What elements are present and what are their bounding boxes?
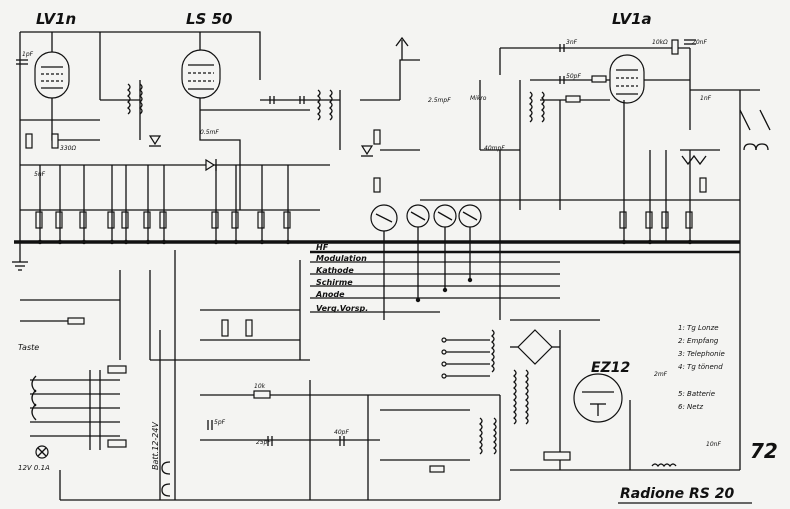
capacitor <box>269 96 275 104</box>
resistor <box>543 451 571 461</box>
resistor <box>107 365 127 374</box>
function-list: 1: Tg Lonze 2: Empfang 3: Telephonie 4: … <box>678 324 725 411</box>
value-label: 25pF <box>256 439 271 446</box>
value-label: 20nF <box>692 39 707 46</box>
resistor <box>373 129 381 145</box>
schematic-title: Radione RS 20 <box>620 486 734 502</box>
value-label: 50pF <box>566 73 581 80</box>
bus-drops <box>39 90 741 470</box>
tube-small-1 <box>370 204 398 232</box>
tube-label-ls50: LS 50 <box>186 10 232 28</box>
resistor-row <box>35 211 693 229</box>
value-label: 330Ω <box>60 145 76 152</box>
antenna-icon <box>395 36 409 60</box>
value-label: 3nF <box>566 39 578 46</box>
function-item-3: 3: Telephonie <box>678 350 725 358</box>
ground-icon <box>12 250 28 271</box>
power-transformer <box>512 369 529 425</box>
capacitor <box>339 436 345 446</box>
diode <box>360 145 374 157</box>
taste-label: Taste <box>18 343 39 352</box>
value-label: 40mpF <box>484 145 505 152</box>
value-label: Mikro <box>470 95 487 102</box>
headphone-jack-icon <box>739 109 771 151</box>
bus-label-verg-vorsp: Verg.Vorsp. <box>316 304 368 313</box>
resistor <box>429 465 445 473</box>
resistor <box>591 75 607 83</box>
function-item-2: 2: Empfang <box>678 337 719 345</box>
bus-label-kathode: Kathode <box>316 266 354 275</box>
resistor <box>373 177 381 193</box>
diode <box>205 158 217 172</box>
bus-label-schirme: Schirme <box>316 278 353 287</box>
capacitor <box>16 59 28 65</box>
tube-ls50 <box>181 49 221 99</box>
selector-switch-middle[interactable] <box>441 337 490 379</box>
function-item-4: 4: Tg tönend <box>678 363 723 371</box>
capacitor <box>207 420 213 430</box>
tube-label-lv1n: LV1n <box>36 10 76 28</box>
diode <box>148 135 162 147</box>
resistor <box>699 177 707 193</box>
value-label: 10kΩ <box>652 39 668 46</box>
function-item-1: 1: Tg Lonze <box>678 324 719 332</box>
function-item-5: 5: Batterie <box>678 390 715 398</box>
value-label: 5pF <box>214 419 226 426</box>
rectifier-bridge <box>510 329 560 365</box>
value-label: 2mF <box>654 371 668 378</box>
transformer-lower <box>478 417 497 455</box>
value-label: 10nF <box>706 441 721 448</box>
fuse-label: 12V 0.1A <box>18 464 50 472</box>
coil-top-mid <box>316 89 333 121</box>
lamp-icon <box>35 445 49 459</box>
tube-label-ez12: EZ12 <box>591 360 630 376</box>
resistor <box>67 317 85 325</box>
capacitor <box>299 96 305 104</box>
capacitor <box>684 39 696 45</box>
connector-icon <box>161 461 171 497</box>
component-values: 1pF 5nF 330Ω 3nF 0.5mF 50pF 2.5mpF Mikro… <box>22 39 721 448</box>
junction-dots <box>37 239 693 303</box>
coil-top-left <box>126 83 143 115</box>
resistor <box>221 319 229 337</box>
tube-small-3 <box>458 204 482 228</box>
value-label: 1pF <box>22 51 34 58</box>
selector-switch-left[interactable] <box>30 370 120 450</box>
value-label: 5nF <box>34 171 46 178</box>
tube-lv1n <box>34 51 70 99</box>
value-label: 10k <box>254 383 266 390</box>
value-label: 2.5mpF <box>428 97 451 104</box>
capacitor <box>267 436 273 446</box>
resistor <box>25 133 33 149</box>
tube-lv1a <box>609 54 645 104</box>
resistor <box>253 390 271 399</box>
switch-contacts-right <box>680 149 720 166</box>
resistor <box>107 439 127 448</box>
function-item-6: 6: Netz <box>678 403 703 411</box>
page-number: 72 <box>750 439 778 463</box>
transformer-mid <box>490 329 495 373</box>
value-label: 0.5mF <box>200 129 219 136</box>
tube-ez12 <box>573 373 623 423</box>
resistor <box>245 319 253 337</box>
bus-label-hf: HF <box>316 243 329 252</box>
battery-voltage-label: Batt.12-24V <box>151 422 160 470</box>
resistor <box>671 39 679 55</box>
resistor <box>565 95 581 103</box>
value-label: 40pF <box>334 429 349 436</box>
tube-small-4 <box>406 204 430 228</box>
capacitor <box>559 44 565 52</box>
value-label: 1nF <box>700 95 712 102</box>
coil-top-right <box>528 91 545 123</box>
tube-small-2 <box>433 204 457 228</box>
resistor <box>51 133 59 149</box>
bus-label-modulation: Modulation <box>316 254 367 263</box>
capacitor <box>559 76 565 84</box>
bus-label-anode: Anode <box>315 290 345 299</box>
tube-label-lv1a: LV1a <box>612 10 652 28</box>
